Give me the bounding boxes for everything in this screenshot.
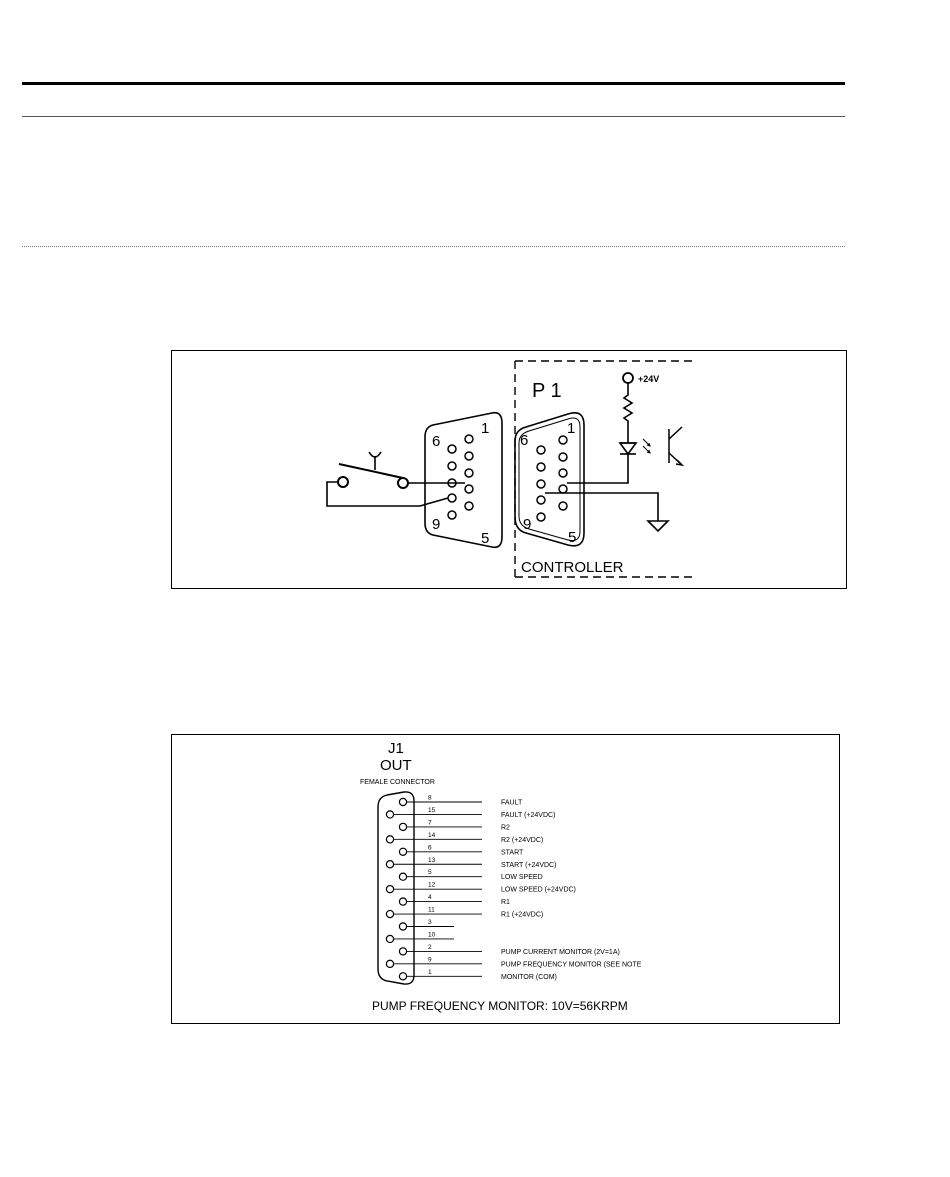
pin-signal-8: FAULT — [501, 800, 523, 807]
pin-number-1: 1 — [428, 969, 432, 976]
pin-number-4: 4 — [428, 894, 432, 901]
controller-pin-label-9: 9 — [523, 516, 531, 533]
controller-pin-label-1: 1 — [567, 420, 575, 437]
ground-symbol — [646, 517, 670, 533]
pin-number-10: 10 — [428, 931, 436, 938]
section-divider — [22, 246, 845, 247]
pin-number-3: 3 — [428, 919, 432, 926]
switch-wiring-diagram: P 1 +24V CONTROLLER 6 1 9 5 6 1 9 5 — [171, 350, 847, 589]
pin-socket-1 — [398, 972, 408, 981]
switch-wire-2 — [326, 481, 449, 507]
mating-pin-label-6: 6 — [432, 433, 440, 450]
controller-wire-b — [545, 492, 659, 517]
header-rule-thick — [22, 82, 845, 85]
pin-signal-6: START — [501, 849, 524, 856]
pin-signal-15: FAULT (+24VDC) — [501, 812, 555, 819]
pin-number-7: 7 — [428, 819, 432, 826]
controller-connector-shell — [514, 412, 585, 547]
switch-wiring-svg: P 1 +24V CONTROLLER 6 1 9 5 6 1 9 5 — [326, 360, 692, 578]
pin-signal-4: R1 — [501, 899, 510, 906]
pin-signal-7: R2 — [501, 824, 510, 831]
pin-number-12: 12 — [428, 882, 436, 889]
pin-socket-9 — [385, 959, 395, 969]
mating-connector-shell — [424, 411, 503, 549]
mating-connector-pins — [447, 434, 474, 520]
pin-socket-13 — [385, 860, 395, 869]
pin-socket-11 — [385, 909, 395, 919]
connector-type-label: FEMALE CONNECTOR — [360, 779, 435, 786]
pin-number-2: 2 — [428, 944, 432, 951]
pin-signal-1: MONITOR (COM) — [501, 974, 557, 981]
pin-signal-9: PUMP FREQUENCY MONITOR (SEE NOTE — [501, 961, 642, 968]
pin-signal-14: R2 (+24VDC) — [501, 837, 543, 844]
pin-number-11: 11 — [428, 907, 435, 914]
pin-number-6: 6 — [428, 844, 432, 851]
pin-number-9: 9 — [428, 956, 432, 963]
connector-title-out: OUT — [380, 757, 412, 774]
led-symbol — [618, 435, 638, 456]
pin-socket-2 — [398, 947, 408, 956]
controller-connector-pins — [536, 435, 568, 522]
connector-title-j1: J1 — [388, 740, 404, 757]
switch-symbol — [337, 451, 409, 489]
pin-socket-12 — [385, 884, 395, 894]
pin-number-8: 8 — [428, 795, 432, 802]
controller-pin-label-6: 6 — [520, 432, 528, 449]
pin-signal-13: START (+24VDC) — [501, 862, 556, 869]
pin-socket-10 — [385, 934, 395, 944]
pin-signal-5: LOW SPEED — [501, 874, 543, 881]
pin-socket-15 — [385, 810, 395, 819]
voltage-label: +24V — [638, 374, 659, 384]
mating-pin-label-5: 5 — [481, 530, 489, 547]
pin-socket-14 — [385, 835, 395, 844]
phototransistor-symbol — [668, 426, 685, 467]
controller-label: CONTROLLER — [521, 559, 624, 576]
pin-signal-11: R1 (+24VDC) — [501, 912, 543, 919]
mating-pin-label-9: 9 — [432, 516, 440, 533]
pin-number-14: 14 — [428, 832, 436, 839]
controller-pin-label-5: 5 — [568, 529, 576, 546]
pin-signal-12: LOW SPEED (+24VDC) — [501, 887, 576, 894]
pin-socket-8 — [398, 797, 408, 807]
pin-socket-7 — [398, 822, 408, 832]
supply-terminal — [622, 372, 634, 384]
pump-frequency-note: PUMP FREQUENCY MONITOR: 10V=56KRPM — [372, 999, 628, 1013]
pin-socket-4 — [398, 897, 408, 906]
pin-number-5: 5 — [428, 869, 432, 876]
pin-number-13: 13 — [428, 857, 436, 864]
mating-pin-label-1: 1 — [481, 420, 489, 437]
pin-socket-3 — [398, 922, 408, 931]
pin-socket-5 — [398, 872, 408, 881]
pin-socket-6 — [398, 847, 408, 857]
header-rule-thin — [22, 116, 845, 117]
light-emission-arrows — [642, 438, 651, 454]
j1-connector-shell — [377, 791, 415, 985]
pin-signal-2: PUMP CURRENT MONITOR (2V=1A) — [501, 949, 620, 956]
connector-label: P 1 — [532, 380, 562, 402]
controller-wire-a — [567, 454, 629, 484]
pin-number-15: 15 — [428, 807, 436, 814]
controller-boundary — [514, 360, 692, 578]
resistor-symbol — [622, 383, 634, 435]
